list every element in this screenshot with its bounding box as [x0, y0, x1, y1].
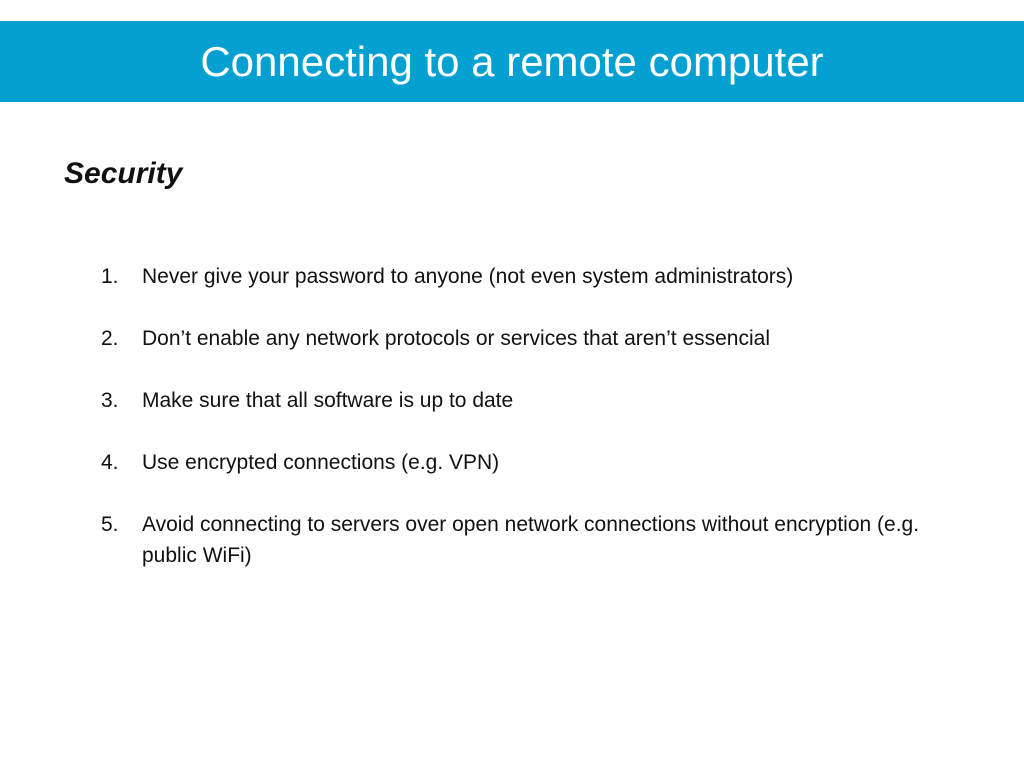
- list-item-text: Don’t enable any network protocols or se…: [142, 327, 770, 350]
- list-item-number: 4.: [101, 451, 119, 474]
- list-item: 5. Avoid connecting to servers over open…: [96, 509, 976, 571]
- list-item-text: Never give your password to anyone (not …: [142, 265, 794, 288]
- list-item: 4. Use encrypted connections (e.g. VPN): [96, 447, 976, 478]
- list-item-number: 5.: [101, 513, 119, 536]
- list-item-number: 3.: [101, 389, 119, 412]
- list-item-number: 1.: [101, 265, 119, 288]
- list-item: 2. Don’t enable any network protocols or…: [96, 323, 976, 354]
- title-bar: Connecting to a remote computer: [0, 21, 1024, 102]
- list-item: 3. Make sure that all software is up to …: [96, 385, 976, 416]
- list-item-text: Use encrypted connections (e.g. VPN): [142, 451, 500, 474]
- section-heading: Security: [64, 157, 183, 190]
- security-list: 1. Never give your password to anyone (n…: [96, 261, 976, 602]
- list-item-text: Make sure that all software is up to dat…: [142, 389, 514, 412]
- slide-title: Connecting to a remote computer: [200, 38, 824, 85]
- list-item: 1. Never give your password to anyone (n…: [96, 261, 976, 292]
- list-item-text: Avoid connecting to servers over open ne…: [142, 513, 920, 567]
- list-item-number: 2.: [101, 327, 119, 350]
